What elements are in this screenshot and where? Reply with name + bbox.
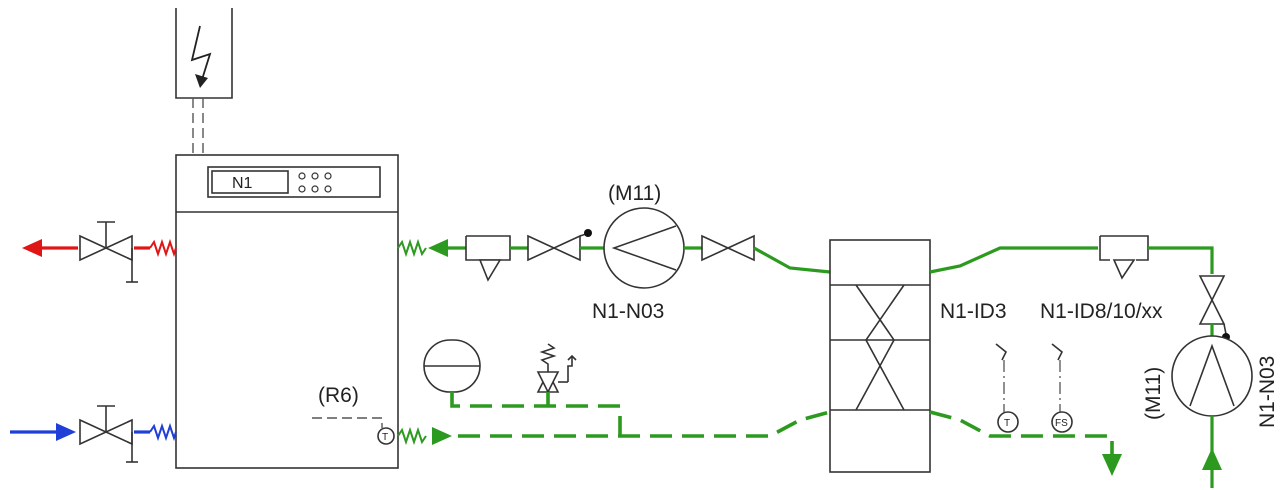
r6-sensor-icon: T	[377, 427, 395, 445]
sensor-id3-label: N1-ID3	[940, 300, 1007, 323]
supply-outlet-red	[22, 221, 177, 283]
power-supply-box	[175, 8, 233, 99]
upper-circuit: (M11) N1-N03	[397, 182, 831, 323]
secondary-circuit: (M11) N1-N03	[929, 235, 1279, 488]
sensor-r6-label: (R6)	[318, 384, 359, 407]
lower-circuit	[397, 339, 1122, 476]
pump-top-id: N1-N03	[592, 300, 664, 323]
gate-valve-icon	[527, 229, 592, 262]
gate-valve-icon	[701, 234, 755, 262]
gate-valve-icon	[79, 221, 138, 283]
circulation-pump-icon	[1171, 335, 1253, 417]
return-inlet-blue	[10, 405, 177, 463]
expansion-vessel-icon	[423, 339, 481, 393]
strainer-icon	[465, 235, 511, 282]
safety-valve-icon	[536, 343, 577, 394]
flex-hose-upper	[397, 238, 427, 258]
sensor-id8-lead	[1051, 343, 1064, 412]
lightning-icon	[190, 25, 212, 87]
svg-text:FS: FS	[1055, 418, 1068, 429]
flex-hose-lower	[397, 426, 427, 446]
control-buttons	[298, 172, 332, 193]
sensor-r6-lead	[312, 417, 383, 428]
gate-valve-icon	[1198, 275, 1230, 341]
circulation-pump-icon	[603, 207, 685, 289]
strainer-icon	[1099, 235, 1149, 280]
controller-label: N1	[232, 175, 253, 192]
flex-hose-blue	[149, 422, 177, 442]
sensor-id3-lead	[995, 343, 1008, 412]
pump-top-label: (M11)	[608, 182, 661, 205]
plate-heat-exchanger-icon	[829, 239, 931, 473]
flow-switch-icon: FS	[1051, 411, 1073, 433]
gate-valve-icon	[79, 405, 138, 463]
flex-hose-red	[149, 238, 177, 258]
sensor-id8-label: N1-ID8/10/xx	[1040, 300, 1163, 323]
temperature-sensor-icon: T	[997, 411, 1019, 433]
controller-display	[211, 170, 289, 194]
svg-text:T: T	[1004, 418, 1010, 429]
pump-right-id: N1-N03	[1256, 356, 1279, 428]
svg-text:T: T	[382, 432, 388, 443]
pump-right-label: (M11)	[1142, 367, 1165, 420]
boiler-unit: N1	[175, 154, 399, 469]
